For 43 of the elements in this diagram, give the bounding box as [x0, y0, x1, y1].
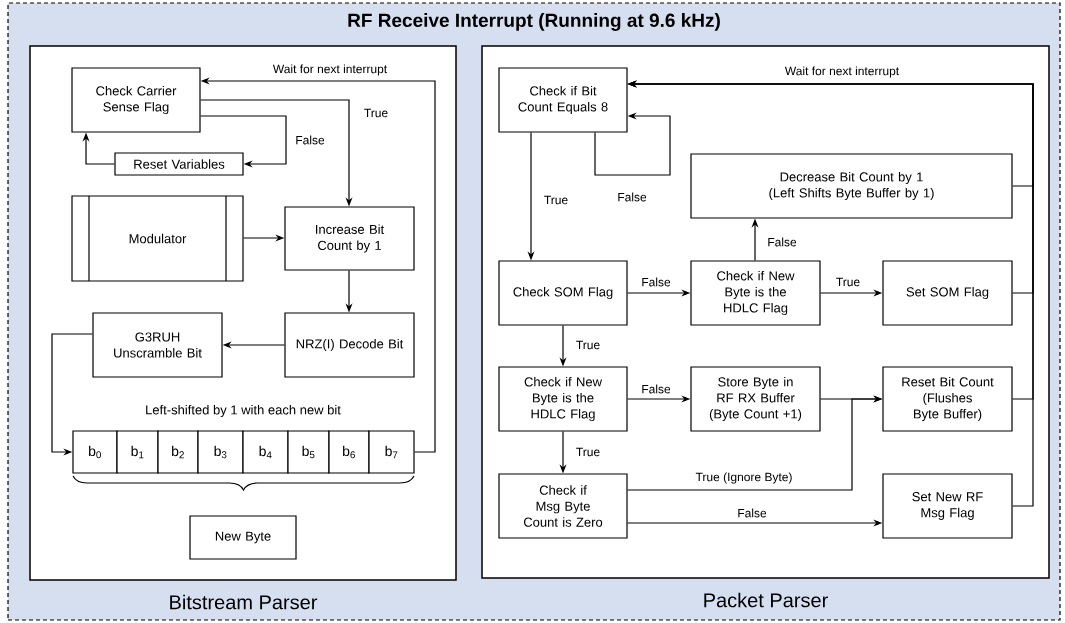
process-box: Check Carrier Sense Flag — [71, 67, 201, 133]
edge-label: False — [736, 507, 768, 519]
bit-cell: b$_{3}$ — [197, 430, 244, 474]
edge-label: True — [362, 107, 390, 119]
edge-label: False — [640, 276, 672, 288]
process-box: Check if Msg Byte Count is Zero — [498, 473, 628, 539]
bit-cell: b$_{7}$ — [368, 430, 415, 474]
edge-label: False — [766, 236, 798, 248]
arrow — [200, 115, 287, 168]
node-label: Packet Parser — [704, 592, 828, 608]
bit-cell: b$_{2}$ — [157, 430, 199, 474]
bit-cell: b$_{4}$ — [242, 430, 289, 474]
process-box: Decrease Bit Count by 1 (Left Shifts Byte Buffer by 1) — [690, 153, 1013, 219]
edge-label: Wait for next interrupt — [271, 63, 389, 77]
process-box: New Byte — [189, 515, 297, 560]
process-box: Check SOM Flag — [498, 260, 628, 326]
edge-label: True — [834, 276, 862, 288]
edge-label: True (Ignore Byte) — [694, 471, 794, 485]
bit-cell: b$_{6}$ — [328, 430, 370, 474]
process-box: NRZ(I) Decode Bit — [284, 312, 415, 378]
edge-label: Wait for next interrupt — [783, 65, 901, 79]
process-box: Reset Variables — [114, 152, 244, 176]
process-box: Reset Bit Count (Flushes Byte Buffer) — [882, 366, 1013, 432]
edge-label: True — [542, 194, 570, 206]
note: Left-shifted by 1 with each new bit — [146, 404, 341, 418]
process-box: G3RUH Unscramble Bit — [92, 312, 223, 378]
process-box: Set New RF Msg Flag — [882, 473, 1013, 539]
process-box: Check if New Byte is the HDLC Flag — [498, 366, 628, 432]
process-box: Increase Bit Count by 1 — [284, 206, 415, 271]
bit-cell: b$_{5}$ — [287, 430, 330, 474]
edge-label: False — [616, 191, 648, 203]
edge-label: True — [574, 446, 602, 458]
edge-label: False — [640, 383, 672, 395]
process-box: Set SOM Flag — [882, 260, 1013, 326]
process-box: Check if New Byte is the HDLC Flag — [690, 260, 821, 326]
bit-cell: b$_{1}$ — [116, 430, 159, 474]
subroutine-box: Modulator — [71, 195, 244, 282]
process-box: Check if Bit Count Equals 8 — [498, 67, 628, 133]
process-box: Store Byte in RF RX Buffer (Byte Count +1) — [690, 366, 821, 432]
edge-label: False — [294, 134, 326, 146]
node-label: Bitstream Parser — [170, 594, 318, 610]
bit-cell: b$_{0}$ — [72, 430, 118, 474]
edge-label: True — [574, 339, 602, 351]
